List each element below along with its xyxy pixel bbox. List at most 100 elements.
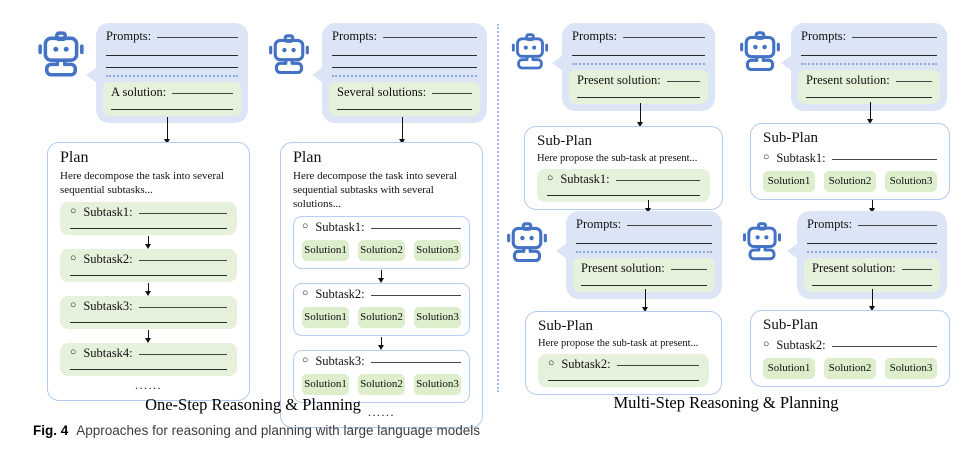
prompt-bubble: Prompts: Present solution: (781, 23, 947, 111)
plan-title: Plan (293, 149, 322, 166)
redacted-line (138, 354, 227, 356)
robot-icon (743, 222, 781, 261)
redacted-line (858, 225, 937, 226)
subplan-panel: Sub-Plan ○ Subtask1: Solution1 Solution2… (750, 123, 950, 200)
solution-row: A solution: (111, 85, 233, 100)
subplan-panel: Sub-Plan Here propose the sub-task at pr… (525, 311, 722, 396)
solutions-row: Solution1 Solution2 Solution3 (302, 374, 461, 396)
subplan-title: Sub-Plan (538, 318, 594, 334)
dotted-separator (576, 251, 712, 253)
robot-icon (269, 34, 309, 75)
down-arrow (145, 330, 151, 344)
figure-caption-text: Approaches for reasoning and planning wi… (76, 423, 481, 438)
redacted-line (831, 158, 937, 160)
redacted-line (337, 109, 472, 110)
solution-callout: Present solution: (573, 258, 715, 292)
solution-chip: Solution2 (358, 307, 405, 329)
subtask-row: ○ Subtask1: (60, 202, 237, 236)
prompts-label: Prompts: (106, 29, 152, 43)
subtask-block: ○ Subtask2: Solution1 Solution2 Solution… (293, 283, 470, 337)
circle-bullet: ○ (763, 152, 770, 163)
solution-callout: Present solution: (569, 70, 708, 104)
subtask-label: Subtask2: (776, 337, 826, 352)
solution-label: Present solution: (812, 261, 896, 275)
redacted-line (806, 97, 932, 98)
redacted-line (370, 295, 461, 297)
subtask-label: Subtask3: (315, 354, 365, 369)
down-arrow (378, 270, 384, 284)
redacted-line (807, 243, 937, 244)
solution-chip: Solution1 (302, 307, 349, 329)
redacted-line (106, 67, 238, 68)
circle-bullet: ○ (548, 358, 555, 370)
down-arrow (869, 200, 875, 213)
subplan-panel: Sub-Plan ○ Subtask2: Solution1 Solution2… (750, 310, 950, 387)
prompt-bubble: Prompts: Present solution: (552, 23, 715, 111)
robot-icon (38, 31, 84, 77)
solution-label: Present solution: (581, 261, 665, 275)
redacted-line (670, 269, 707, 270)
plan-panel: Plan Here decompose the task into severa… (280, 142, 483, 429)
subplan-description: Here propose the sub-task at present... (538, 337, 699, 349)
subtask-block: ○ Subtask3: Solution1 Solution2 Solution… (293, 350, 470, 404)
plan-panel: Plan Here decompose the task into severa… (47, 142, 250, 402)
plan-title: Plan (60, 149, 89, 166)
one-step-section-label: One-Step Reasoning & Planning (145, 395, 361, 414)
prompts-row: Prompts: (807, 217, 937, 232)
solution-chip: Solution1 (763, 357, 815, 379)
plan-description: Here decompose the task into several seq… (293, 170, 458, 211)
down-arrow (869, 289, 875, 311)
subtask-row: ○ Subtask2: (538, 354, 709, 388)
subtask-label: Subtask1: (560, 172, 610, 187)
solution-callout: Present solution: (804, 258, 940, 292)
redacted-line (623, 37, 705, 38)
redacted-line (70, 322, 227, 324)
ellipsis: ...... (368, 405, 395, 420)
solution-row: Present solution: (581, 261, 707, 276)
down-arrow (637, 103, 643, 127)
robot-icon (740, 31, 780, 72)
solution-label: Present solution: (577, 73, 661, 87)
prompt-bubble: Prompts: Several solutions: (312, 23, 487, 123)
prompts-row: Prompts: (801, 29, 937, 44)
circle-bullet: ○ (302, 288, 309, 300)
circle-bullet: ○ (70, 253, 77, 265)
solutions-row: Solution1 Solution2 Solution3 (302, 307, 461, 329)
solution-chip: Solution1 (302, 240, 349, 262)
subtask-block: ○ Subtask1: Solution1 Solution2 Solution… (293, 216, 470, 270)
subplan-panel: Sub-Plan Here propose the sub-task at pr… (524, 126, 723, 211)
subtask-label: Subtask4: (83, 346, 133, 361)
prompts-row: Prompts: (576, 217, 712, 232)
prompts-label: Prompts: (807, 217, 853, 231)
redacted-line (627, 225, 712, 226)
redacted-line (106, 55, 238, 56)
solution-chip: Solution3 (885, 357, 937, 379)
prompt-bubble: Prompts: Present solution: (787, 211, 947, 299)
subtask-row: ○ Subtask2: (60, 249, 237, 283)
prompts-label: Prompts: (572, 29, 618, 43)
redacted-line (801, 55, 937, 56)
solution-chip: Solution2 (358, 240, 405, 262)
redacted-line (70, 228, 227, 230)
subtask-label: Subtask3: (83, 299, 133, 314)
redacted-line (138, 213, 227, 215)
redacted-line (370, 362, 461, 364)
solution-row: Present solution: (806, 73, 932, 88)
prompts-row: Prompts: (572, 29, 705, 44)
dotted-separator (106, 75, 238, 77)
prompts-label: Prompts: (801, 29, 847, 43)
solution-chip: Solution3 (414, 240, 461, 262)
dotted-separator (807, 251, 937, 253)
solution-label: A solution: (111, 85, 167, 99)
subplan-title: Sub-Plan (763, 317, 819, 333)
plan-description: Here decompose the task into several seq… (60, 170, 225, 197)
redacted-line (901, 269, 932, 270)
prompts-label: Prompts: (332, 29, 378, 43)
robot-icon (507, 222, 547, 263)
solutions-row: Solution1 Solution2 Solution3 (302, 240, 461, 262)
subtask-label: Subtask1: (83, 205, 133, 220)
redacted-line (812, 285, 932, 286)
down-arrow (378, 337, 384, 351)
redacted-line (332, 55, 477, 56)
